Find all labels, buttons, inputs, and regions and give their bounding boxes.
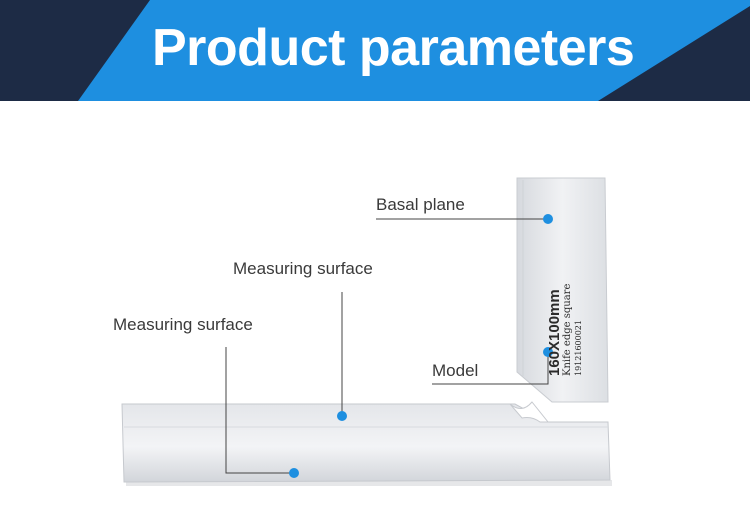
dot-measuring-lower xyxy=(289,468,299,478)
horizontal-stock xyxy=(121,403,611,483)
label-measuring-surface-lower: Measuring surface xyxy=(113,315,253,334)
banner-blue-band xyxy=(78,0,750,101)
engraving-model: 160X100mm xyxy=(546,289,563,376)
page-title: Product parameters xyxy=(152,19,635,77)
label-measuring-surface-upper: Measuring surface xyxy=(233,259,373,278)
leader-measuring-lower xyxy=(225,347,294,474)
engraving-serial: 19121600021 xyxy=(574,320,583,376)
banner xyxy=(0,0,750,101)
dot-measuring-upper xyxy=(337,411,347,421)
vertical-blade xyxy=(516,177,609,403)
label-model: Model xyxy=(432,361,479,380)
blade-engraving: 160X100mm Knife edge square 19121600021 xyxy=(546,256,587,376)
label-basal-plane: Basal plane xyxy=(376,195,465,214)
dot-model xyxy=(543,347,553,357)
dot-basal-plane xyxy=(543,214,553,224)
leader-model xyxy=(432,352,549,385)
relief-notch xyxy=(509,401,550,423)
engraving-name: Knife edge square xyxy=(562,283,573,376)
